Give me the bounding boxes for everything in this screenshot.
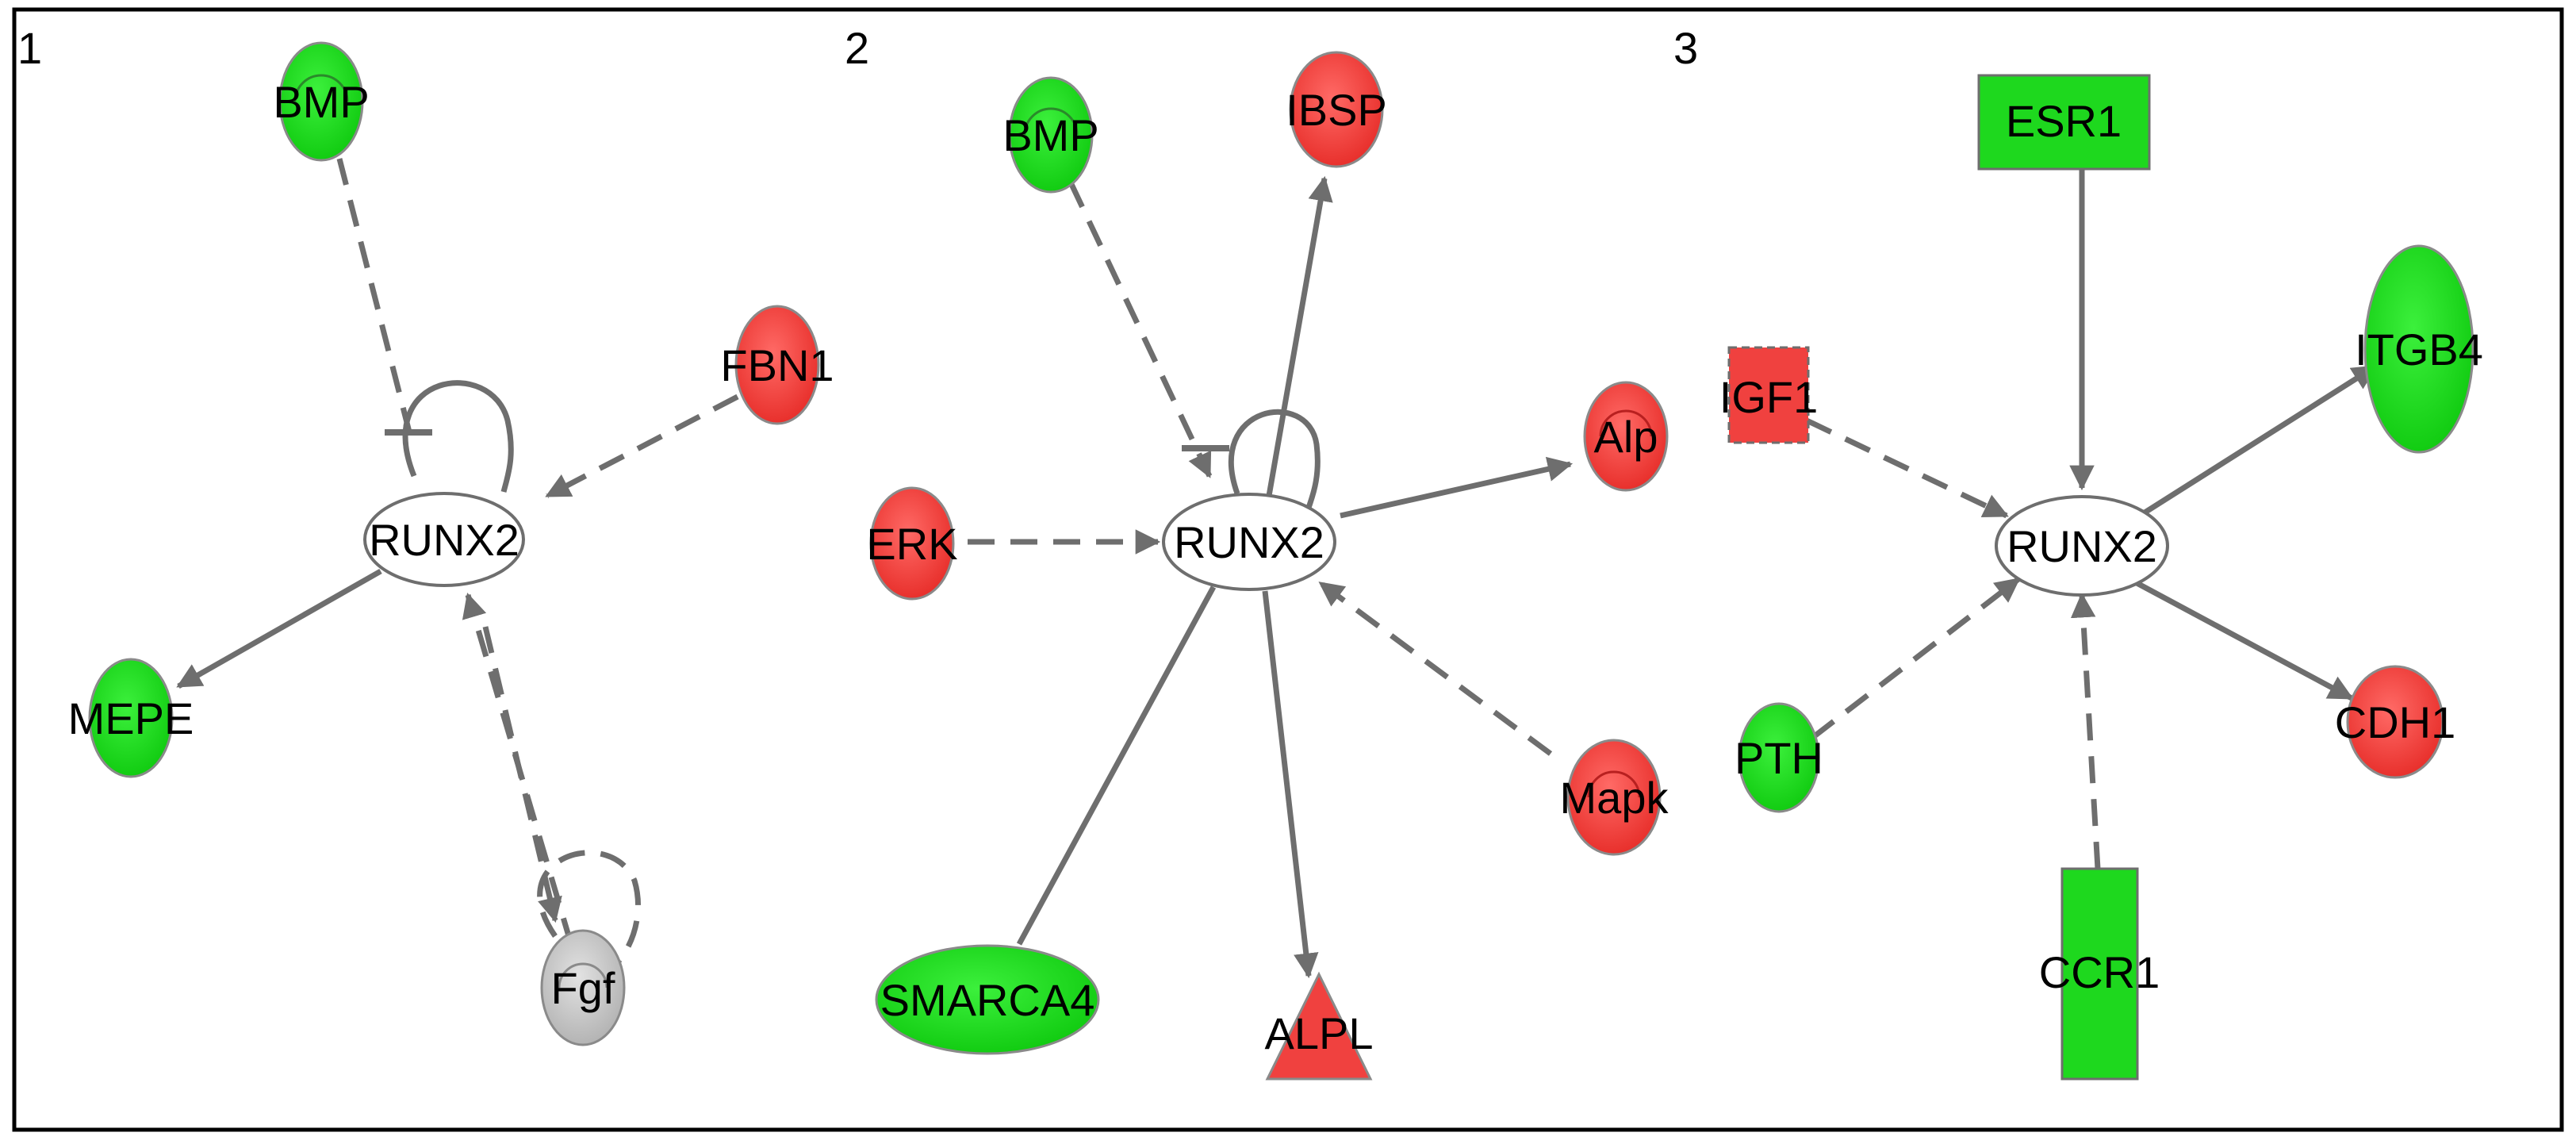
node-label: Mapk [1560,773,1669,823]
node-label: RUNX2 [1174,517,1324,567]
node-runx2-1: RUNX2 [363,492,525,587]
node-label: IBSP [1286,85,1387,135]
node-smarca4: SMARCA4 [875,944,1100,1055]
edge-runx2-mepe [176,568,382,689]
node-cdh1: CDH1 [2335,665,2455,779]
node-label: ALPL [1265,1008,1374,1058]
panel-1: 1 BMP FBN1 RUNX2 MEPE Fg [17,23,834,1046]
edge-bmp-runx2 [336,158,416,445]
node-fbn1: FBN1 [720,305,834,425]
node-label: CDH1 [2335,697,2455,747]
edge-ccr1-runx2 [2070,592,2101,870]
node-label: BMP [1002,110,1098,160]
edge-fbn1-runx2 [545,393,739,499]
node-ibsp: IBSP [1286,51,1387,168]
edge-runx2-self [402,380,514,493]
node-label: MEPE [68,693,194,743]
node-itgb4: ITGB4 [2355,244,2483,454]
node-alp: Alp [1583,381,1669,492]
edge-bmp-runx2-2 [1068,181,1213,478]
node-label: RUNX2 [2007,521,2157,571]
node-bmp-2: BMP [1002,76,1099,194]
node-label: ESR1 [2006,96,2122,146]
edge-runx2-smarca4 [1016,585,1217,946]
edge-runx2-cdh1 [2128,576,2354,701]
node-label: SMARCA4 [880,975,1095,1025]
node-runx2-2: RUNX2 [1162,493,1336,591]
edge-pth-runx2 [1810,577,2021,740]
panel-3: 3 ESR1 ITGB4 IGF1 RUNX2 PTH [1673,23,2483,1081]
node-alpl: ALPL [1265,971,1374,1081]
node-label: ERK [866,519,957,569]
node-label: IGF1 [1719,372,1818,422]
node-label: Alp [1594,412,1658,462]
node-mapk: Mapk [1560,739,1669,856]
node-igf1: IGF1 [1719,346,1818,444]
node-mepe: MEPE [68,658,194,778]
panel-number-1: 1 [17,23,42,73]
node-fgf: Fgf [540,929,626,1046]
edge-runx2-self-2 [1229,409,1321,509]
panel-number-2: 2 [845,23,869,73]
node-runx2-3: RUNX2 [1995,495,2169,597]
node-label: RUNX2 [369,515,519,565]
node-label: ITGB4 [2355,324,2483,374]
node-ccr1: CCR1 [2039,867,2160,1081]
edge-runx2-ibsp [1266,175,1333,497]
node-erk: ERK [866,486,958,601]
edge-runx2-itgb4 [2132,364,2378,522]
edge-runx2-alpl [1262,590,1319,979]
node-label: CCR1 [2039,947,2160,997]
edge-runx2-alp [1340,456,1574,519]
node-label: Fgf [551,963,615,1013]
edge-fgf-self [537,850,641,974]
node-label: PTH [1735,733,1823,783]
edge-runx2-fgf [482,626,562,923]
node-label: FBN1 [720,340,834,390]
node-bmp-1: BMP [273,41,370,162]
panel-2: 2 BMP IBSP ERK RUNX2 [845,23,1669,1081]
panel-number-3: 3 [1673,23,1698,73]
edge-igf1-runx2 [1805,417,2009,519]
node-pth: PTH [1735,702,1823,813]
node-label: BMP [273,77,369,127]
node-esr1: ESR1 [1977,74,2151,171]
edge-mapk-runx2 [1318,581,1553,756]
